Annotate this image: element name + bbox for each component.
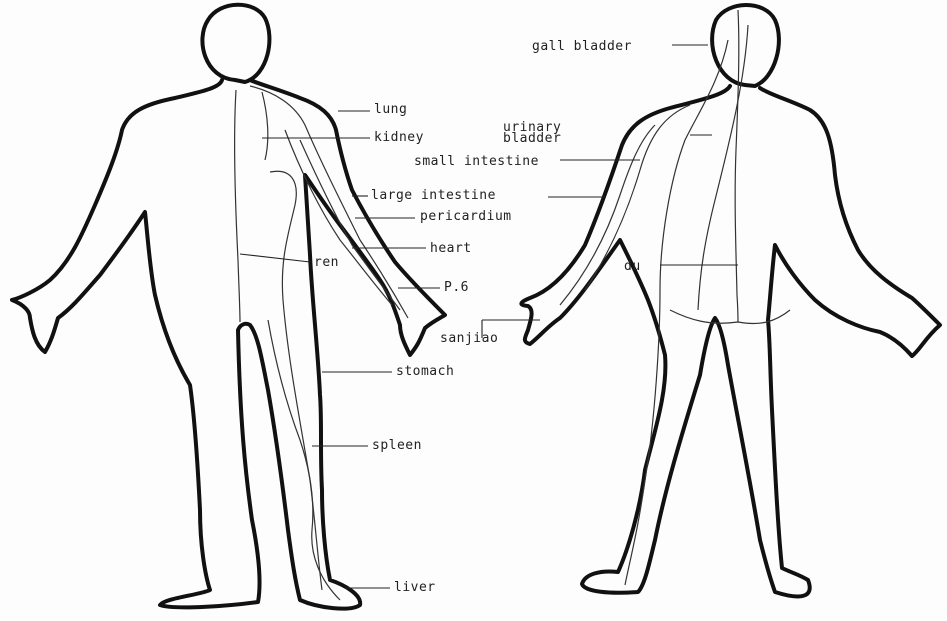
back-du-line: [735, 10, 739, 322]
front-ren-line: [235, 90, 240, 322]
front-figure: [12, 5, 445, 609]
label-ren: ren: [314, 257, 339, 269]
label-du: du: [624, 261, 641, 273]
label-liver: liver: [394, 582, 436, 594]
back-large-intestine-channel: [560, 125, 655, 305]
back-urinary-bladder-channel: [698, 25, 748, 310]
label-p6: P.6: [444, 282, 469, 294]
label-spleen: spleen: [372, 440, 422, 452]
back-buttocks-line: [670, 310, 790, 324]
label-gall-bladder: gall bladder: [532, 41, 632, 53]
back-body-outline: [521, 86, 940, 596]
label-large-intestine: large intestine: [371, 190, 496, 202]
label-sanjiao: sanjiao: [440, 333, 498, 345]
label-small-intestine: small intestine: [414, 156, 539, 168]
front-head-outline: [202, 5, 269, 82]
front-kidney-channel: [262, 92, 268, 160]
back-figure: [521, 5, 940, 596]
label-kidney: kidney: [374, 132, 424, 144]
label-lung: lung: [374, 104, 407, 116]
label-stomach: stomach: [396, 366, 454, 378]
back-head-outline: [712, 5, 779, 86]
front-body-outline: [12, 80, 445, 609]
label-urinary-bladder-line2: bladder: [503, 133, 561, 145]
label-heart: heart: [430, 243, 472, 255]
label-pericardium: pericardium: [420, 211, 512, 223]
front-stomach-channel: [270, 171, 322, 590]
